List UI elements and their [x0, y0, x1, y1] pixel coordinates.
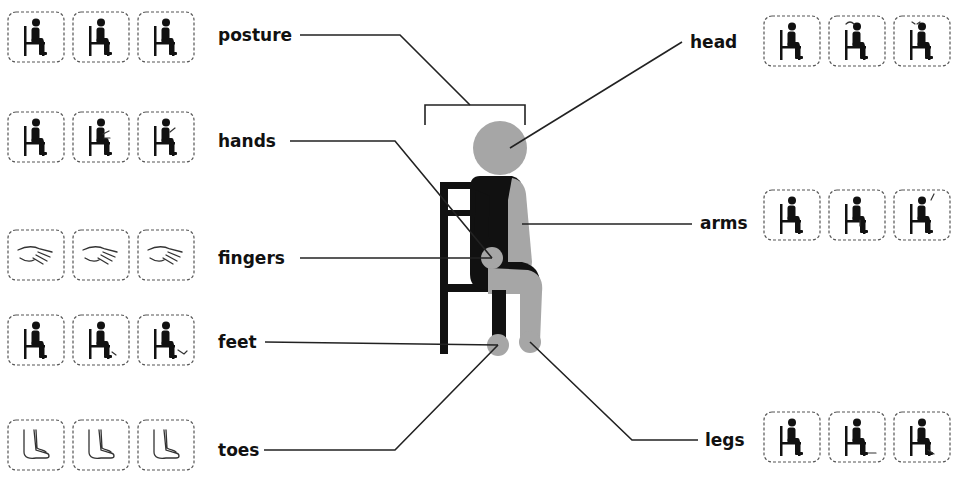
- part-label: feet: [216, 331, 259, 353]
- part-label: head: [688, 31, 739, 53]
- part-label: hands: [216, 130, 278, 152]
- part-label: toes: [216, 439, 261, 461]
- part-label: fingers: [216, 247, 287, 269]
- part-label: arms: [698, 212, 750, 234]
- part-label: posture: [216, 24, 294, 46]
- part-label: legs: [703, 429, 747, 451]
